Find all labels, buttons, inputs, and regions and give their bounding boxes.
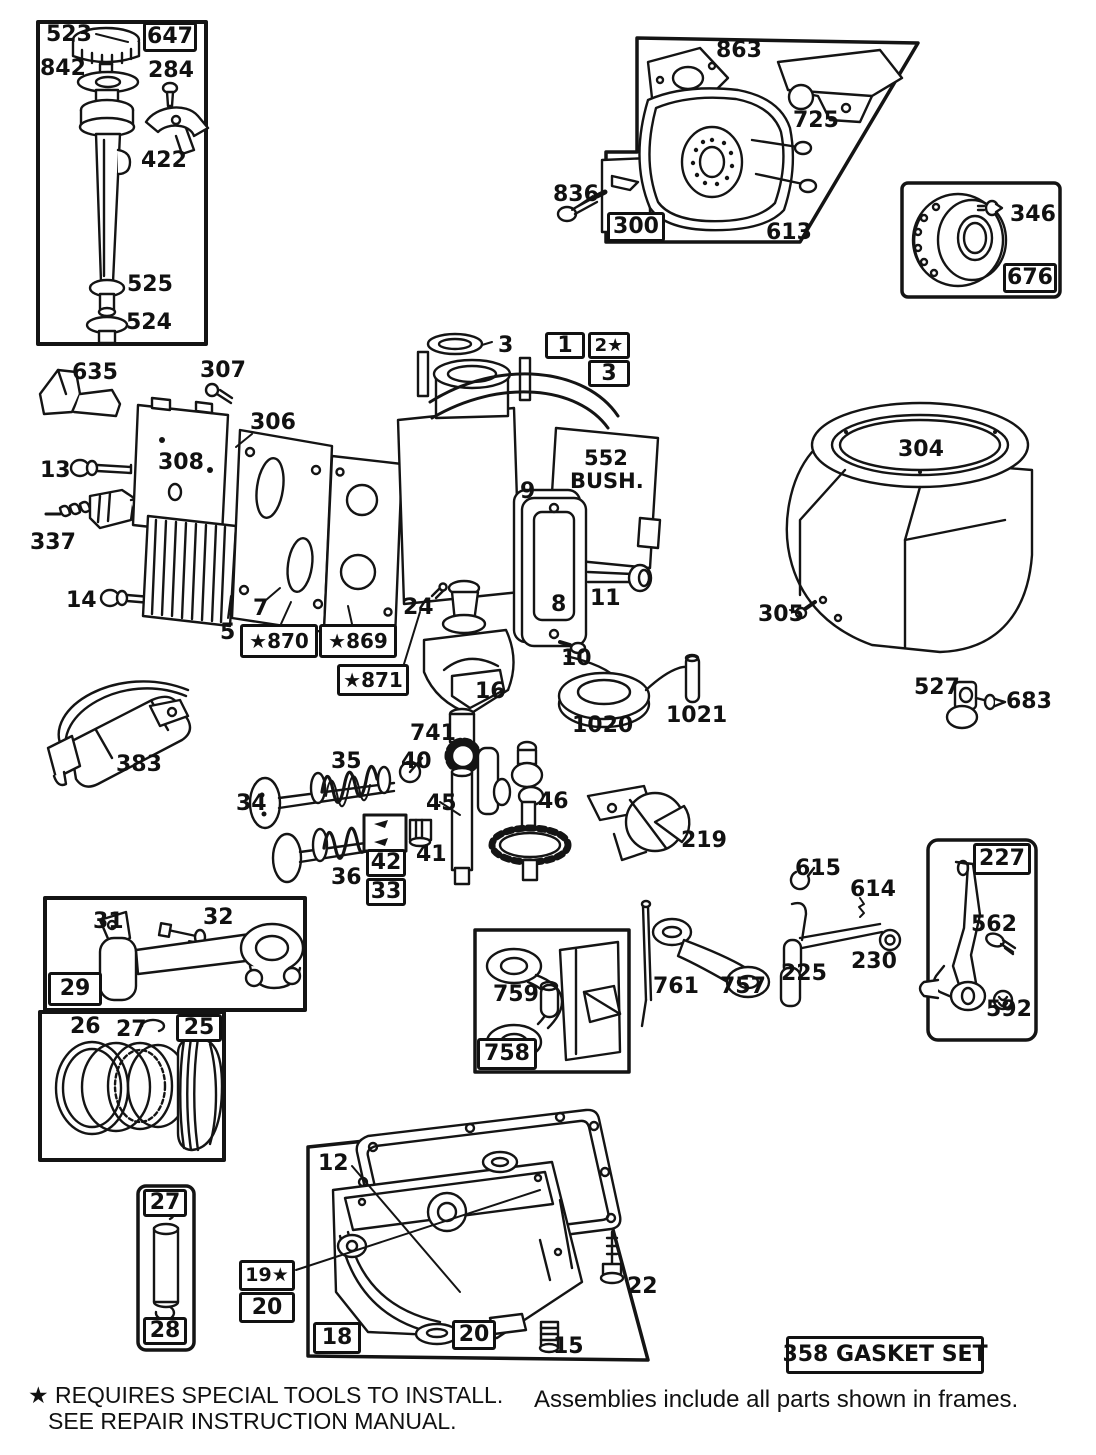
part-label-358-gasket-set: 358 GASKET SET (782, 1336, 988, 1374)
part-label-27: 27 (116, 1017, 147, 1042)
part-label-26: 26 (70, 1014, 101, 1039)
control-lever-drawing (918, 838, 1038, 1042)
part-label-871: ★871 (337, 664, 409, 696)
part-label-15: 15 (553, 1334, 584, 1359)
part-label-527: 527 (914, 675, 960, 700)
part-label-bush: BUSH. (570, 469, 644, 493)
part-label-346: 346 (1010, 202, 1056, 227)
part-label-552: 552 (584, 446, 628, 470)
part-label-13: 13 (40, 458, 71, 483)
part-label-219: 219 (681, 828, 727, 853)
part-label-225: 225 (781, 961, 827, 986)
part-label-592: 592 (986, 997, 1032, 1022)
part-label-46: 46 (538, 789, 569, 814)
part-label-863: 863 (716, 38, 762, 63)
part-label-613: 613 (766, 220, 812, 245)
part-label-20: 20 (452, 1320, 496, 1350)
piston-pin-drawing (136, 1184, 196, 1352)
part-label-676: 676 (1003, 263, 1057, 293)
part-label-615: 615 (795, 856, 841, 881)
part-label-758: 758 (477, 1038, 537, 1070)
part-label-1: 1 (545, 332, 585, 359)
part-label-337: 337 (30, 530, 76, 555)
part-label-20: 20 (239, 1292, 295, 1323)
footnote-line-1: ★ REQUIRES SPECIAL TOOLS TO INSTALL. (28, 1382, 504, 1408)
part-label-32: 32 (203, 905, 234, 930)
part-label-300: 300 (607, 212, 665, 242)
part-label-307: 307 (200, 358, 246, 383)
part-label-5: 5 (220, 620, 236, 645)
part-label-308: 308 (158, 450, 204, 475)
part-label-523: 523 (46, 22, 92, 47)
part-label-1020: 1020 (572, 713, 634, 738)
part-label-16: 16 (475, 679, 506, 704)
part-label-761: 761 (653, 974, 699, 999)
part-label-36: 36 (331, 865, 362, 890)
part-label-3: 3 (588, 360, 630, 387)
part-label-836: 836 (553, 182, 599, 207)
part-label-284: 284 (148, 58, 194, 83)
part-label-304: 304 (898, 437, 944, 462)
part-label-1021: 1021 (666, 703, 728, 728)
part-label-759: 759 (493, 982, 539, 1007)
dipstick-assembly-drawing (36, 20, 210, 346)
linkage-parts-drawing (640, 680, 1007, 1028)
part-label-34: 34 (236, 791, 267, 816)
part-label-2: 2★ (588, 332, 630, 359)
part-label-383: 383 (116, 752, 162, 777)
part-label-8: 8 (551, 592, 567, 617)
blower-housing-drawing (785, 401, 1034, 654)
part-label-22: 22 (627, 1274, 658, 1299)
part-label-18: 18 (313, 1322, 361, 1354)
part-label-12: 12 (318, 1151, 349, 1176)
part-label-41: 41 (416, 842, 447, 867)
part-label-647: 647 (143, 22, 197, 52)
part-label-40: 40 (401, 749, 432, 774)
part-label-524: 524 (126, 310, 172, 335)
left-parts-drawing (38, 368, 234, 788)
footnote-line-2: SEE REPAIR INSTRUCTION MANUAL. (48, 1408, 457, 1435)
part-label-306: 306 (250, 410, 296, 435)
part-label-45: 45 (426, 791, 457, 816)
part-label-635: 635 (72, 360, 118, 385)
part-label-7: 7 (253, 596, 269, 621)
part-label-28: 28 (143, 1317, 187, 1345)
part-label-11: 11 (590, 586, 621, 611)
part-label-757: 757 (720, 974, 766, 999)
part-label-230: 230 (851, 949, 897, 974)
part-label-27: 27 (143, 1189, 187, 1217)
part-label-741: 741 (410, 721, 456, 746)
part-label-562: 562 (971, 912, 1017, 937)
part-label-869: ★869 (319, 624, 397, 658)
engine-block-drawing (131, 332, 701, 886)
part-label-725: 725 (793, 108, 839, 133)
part-label-870: ★870 (240, 624, 318, 658)
assemblies-note: Assemblies include all parts shown in fr… (534, 1386, 1019, 1413)
part-label-35: 35 (331, 749, 362, 774)
part-label-9: 9 (520, 479, 536, 504)
part-label-422: 422 (141, 148, 187, 173)
part-label-33: 33 (366, 878, 406, 906)
leader-lines (95, 33, 799, 1293)
part-label-525: 525 (127, 272, 173, 297)
part-label-14: 14 (66, 588, 97, 613)
part-label-10: 10 (561, 646, 592, 671)
part-label-19: 19★ (239, 1260, 295, 1291)
sump-drawing (306, 1108, 650, 1362)
part-label-614: 614 (850, 877, 896, 902)
part-label-683: 683 (1006, 689, 1052, 714)
part-label-227: 227 (973, 843, 1031, 875)
part-label-42: 42 (366, 849, 406, 877)
part-label-31: 31 (93, 909, 124, 934)
part-label-305: 305 (758, 602, 804, 627)
part-label-3: 3 (498, 333, 514, 358)
flywheel-drawing (900, 181, 1062, 299)
special-tools-footnote: ★ REQUIRES SPECIAL TOOLS TO INSTALL. SEE… (28, 1382, 503, 1435)
part-label-24: 24 (403, 595, 434, 620)
part-label-25: 25 (176, 1014, 222, 1042)
part-label-842: 842 (40, 56, 86, 81)
part-label-29: 29 (48, 972, 102, 1006)
